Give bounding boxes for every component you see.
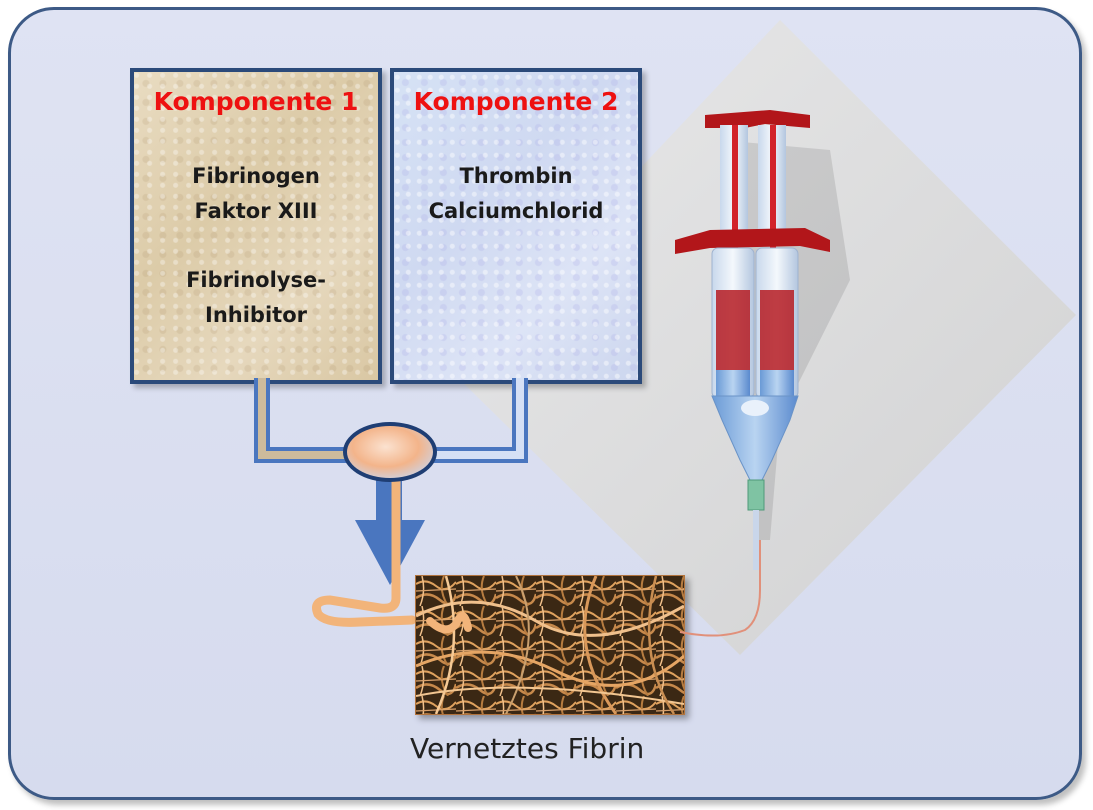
component-2-line: Calciumchlorid xyxy=(428,199,604,223)
pipe-right xyxy=(430,378,528,463)
component-1-line: Fibrinolyse- xyxy=(186,268,326,292)
component-1-box: Komponente 1 Fibrinogen Faktor XIII Fibr… xyxy=(130,68,382,384)
fibrin-strand xyxy=(312,465,417,627)
component-1-line: Fibrinogen xyxy=(192,164,320,188)
syringe-icon xyxy=(675,110,850,570)
component-2-box: Komponente 2 Thrombin Calciumchlorid xyxy=(390,68,642,384)
mixing-chamber xyxy=(343,422,437,482)
component-1-line: Inhibitor xyxy=(205,303,307,327)
component-1-line: Faktor XIII xyxy=(194,199,318,223)
component-2-line: Thrombin xyxy=(459,164,573,188)
pipe-left xyxy=(254,378,350,463)
component-1-title: Komponente 1 xyxy=(153,87,359,116)
caption: Vernetztes Fibrin xyxy=(410,732,645,765)
component-2-title: Komponente 2 xyxy=(413,87,619,116)
fibrin-photo xyxy=(415,575,685,715)
